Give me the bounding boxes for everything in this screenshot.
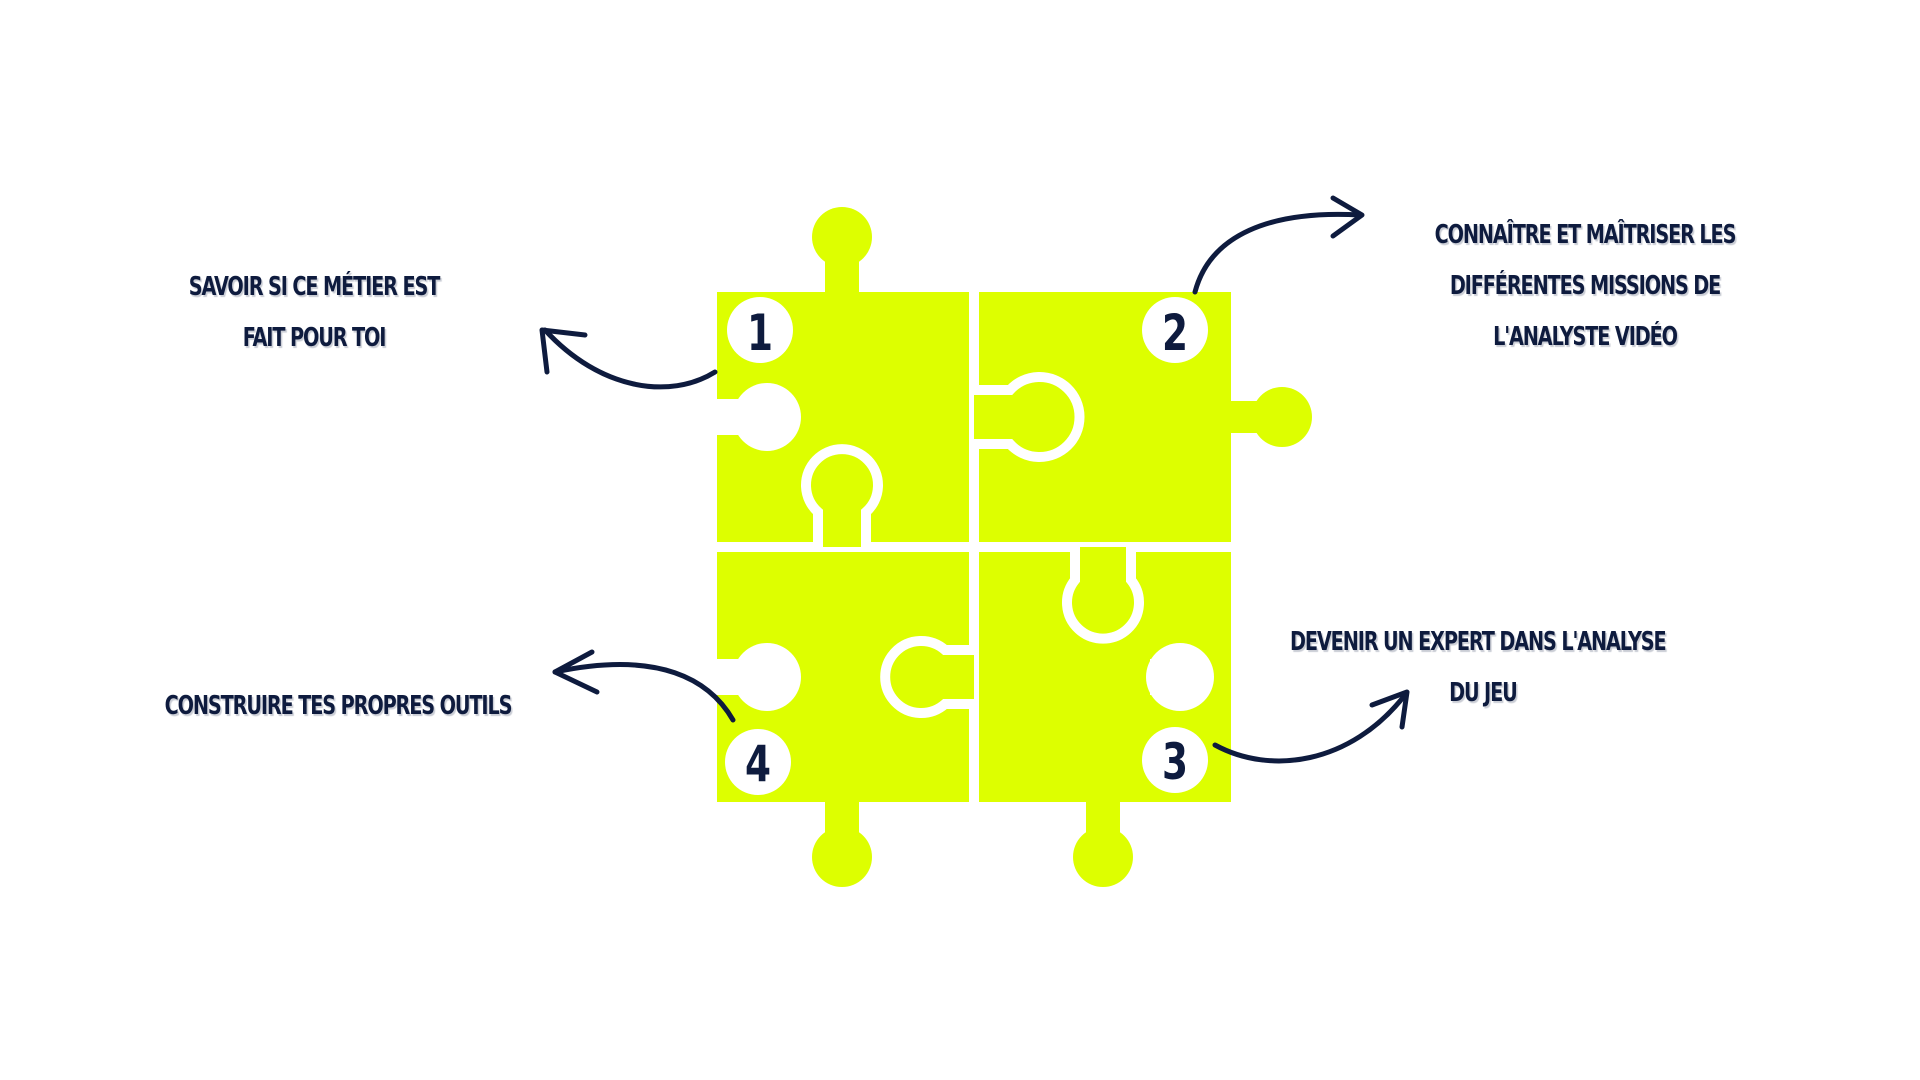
- caption-2: Connaître et maîtriser les différentes m…: [1400, 210, 1770, 363]
- badge-circle: [1142, 727, 1208, 793]
- arrows: [539, 195, 1410, 764]
- caption-3: Devenir un expert dans l'analyse du jeu: [1290, 617, 1682, 719]
- caption-1-line-1: Savoir si ce métier est: [188, 272, 441, 302]
- badge-circle: [725, 729, 791, 795]
- arrow-3-icon: [1212, 689, 1410, 764]
- edge-sockets: [712, 383, 1214, 711]
- caption-2-line-2: différentes missions de: [1449, 271, 1721, 301]
- badge-circle: [727, 297, 793, 363]
- badge-number-4: 4: [745, 735, 771, 793]
- badge-number-3: 3: [1162, 733, 1188, 791]
- caption-2-line-1: Connaître et maîtriser les: [1434, 220, 1737, 250]
- puzzle-piece-4: [717, 552, 969, 887]
- caption-2-line-3: l'analyste vidéo: [1493, 322, 1678, 352]
- badge-3: 3: [1142, 727, 1208, 793]
- piece-knob-neck: [825, 798, 859, 844]
- interlock-tabs: [801, 372, 1144, 718]
- caption-1-line-2: fait pour toi: [242, 323, 387, 353]
- badge-2: 2: [1142, 297, 1208, 363]
- number-badges: 1 2 3 4: [725, 297, 1208, 795]
- caption-4-line-1: Construire tes propres outils: [164, 691, 513, 721]
- arrow-4-icon: [552, 649, 736, 723]
- badge-number-2: 2: [1162, 304, 1188, 362]
- badge-number-1: 1: [747, 304, 773, 362]
- badge-4: 4: [725, 729, 791, 795]
- caption-1: Savoir si ce métier est fait pour toi: [154, 262, 474, 364]
- badge-circle: [1142, 297, 1208, 363]
- caption-3-line-2: du jeu: [1449, 678, 1518, 708]
- piece-knob-neck: [825, 250, 859, 296]
- caption-4: Construire tes propres outils: [160, 681, 515, 732]
- arrow-1-icon: [539, 327, 718, 390]
- arrow-2-icon: [1192, 195, 1365, 295]
- caption-3-line-1: Devenir un expert dans l'analyse: [1290, 627, 1667, 657]
- piece-knob-neck: [1086, 798, 1120, 844]
- piece-knob-neck: [1227, 401, 1273, 433]
- badge-1: 1: [727, 297, 793, 363]
